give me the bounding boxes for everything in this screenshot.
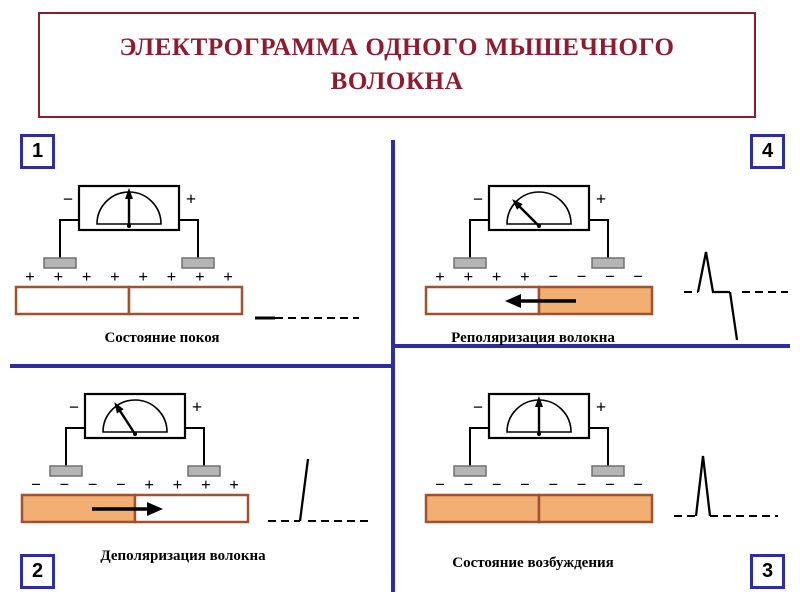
charge-sign: + — [223, 267, 233, 286]
charge-sign: − — [605, 475, 615, 494]
charge-row: + + + + + + + + — [25, 267, 233, 286]
galvanometer: − + — [49, 392, 221, 477]
trace-segment — [694, 455, 712, 517]
charge-sign: + — [25, 267, 35, 286]
charge-sign: + — [110, 267, 120, 286]
charge-sign: + — [195, 267, 205, 286]
electrogram-trace — [268, 458, 372, 522]
propagation-arrow-right — [92, 502, 163, 516]
charge-sign: + — [173, 475, 183, 494]
charge-sign: − — [577, 267, 587, 286]
charge-sign: − — [548, 267, 558, 286]
meter-minus-label: − — [63, 189, 73, 209]
muscle-fiber — [20, 493, 250, 524]
charge-sign: − — [59, 475, 69, 494]
trace-segment — [728, 291, 739, 341]
step-number-badge: 1 — [20, 134, 55, 169]
charge-sign: + — [201, 475, 211, 494]
charge-row: ++++−−−− — [435, 267, 643, 286]
muscle-fiber — [424, 493, 654, 524]
charge-sign: − — [492, 475, 502, 494]
slide-title-line-2: ВОЛОКНА — [330, 68, 464, 95]
propagation-arrow-left — [505, 294, 576, 308]
electrode-right — [591, 465, 625, 477]
electrode-left — [453, 257, 487, 269]
quadrant-caption: Состояние возбуждения — [452, 555, 614, 571]
quadrant-caption: Состояние покоя — [104, 330, 220, 346]
apparatus-diagram: − + −−−−−−−− — [424, 392, 654, 524]
slide-title-line-1: ЭЛЕКТРОГРАММА ОДНОГО МЫШЕЧНОГО — [119, 34, 675, 62]
meter-needle — [114, 402, 137, 435]
charge-sign: + — [520, 267, 530, 286]
divider-horizontal-left — [10, 364, 391, 368]
meter-plus-label: + — [596, 189, 606, 209]
charge-sign: + — [82, 267, 92, 286]
quadrant-caption: Реполяризация волокна — [451, 330, 615, 346]
meter-needle — [535, 396, 543, 434]
electrode-left — [453, 465, 487, 477]
apparatus-diagram: − + −−−−++++ — [20, 392, 250, 524]
charge-sign: + — [144, 475, 154, 494]
apparatus-diagram: − + + + + + + + + + — [14, 184, 244, 316]
muscle-fiber — [424, 285, 654, 316]
meter-minus-label: − — [473, 397, 483, 417]
charge-sign: + — [53, 267, 63, 286]
charge-sign: + — [435, 267, 445, 286]
electrode-right — [181, 257, 215, 269]
muscle-fiber — [14, 285, 244, 316]
charge-sign: − — [116, 475, 126, 494]
meter-plus-label: + — [596, 397, 606, 417]
charge-sign: + — [167, 267, 177, 286]
meter-minus-label: − — [69, 397, 79, 417]
meter-needle — [125, 188, 133, 226]
meter-plus-label: + — [192, 397, 202, 417]
electrode-left — [49, 465, 83, 477]
divider-vertical — [391, 140, 395, 592]
electrode-right — [187, 465, 221, 477]
charge-sign: − — [435, 475, 445, 494]
charge-row: −−−−++++ — [31, 475, 239, 494]
trace-segment — [298, 458, 310, 522]
meter-plus-label: + — [186, 189, 196, 209]
charge-sign: − — [548, 475, 558, 494]
electrode-right — [591, 257, 625, 269]
charge-sign: − — [31, 475, 41, 494]
electrogram-trace — [255, 316, 359, 320]
charge-sign: − — [463, 475, 473, 494]
charge-sign: − — [605, 267, 615, 286]
charge-sign: − — [520, 475, 530, 494]
divider-horizontal-right — [395, 344, 790, 348]
electrogram-trace — [684, 251, 788, 341]
charge-sign: − — [633, 475, 643, 494]
charge-sign: + — [463, 267, 473, 286]
galvanometer: − + — [453, 184, 625, 269]
charge-sign: − — [633, 267, 643, 286]
quadrant-caption: Деполяризация волокна — [100, 548, 266, 564]
charge-sign: + — [138, 267, 148, 286]
meter-minus-label: − — [473, 189, 483, 209]
step-number-badge: 2 — [20, 554, 55, 589]
charge-sign: + — [492, 267, 502, 286]
charge-sign: − — [88, 475, 98, 494]
charge-sign: − — [577, 475, 587, 494]
step-number-badge: 3 — [750, 554, 785, 589]
charge-row: −−−−−−−− — [435, 475, 643, 494]
galvanometer: − + — [453, 392, 625, 477]
apparatus-diagram: − + ++++−−−− — [424, 184, 654, 316]
electrogram-trace — [674, 455, 778, 517]
step-number-badge: 4 — [750, 134, 785, 169]
charge-sign: + — [229, 475, 239, 494]
electrode-left — [43, 257, 77, 269]
meter-needle — [512, 199, 540, 227]
title-box: ЭЛЕКТРОГРАММА ОДНОГО МЫШЕЧНОГО ВОЛОКНА — [38, 12, 756, 118]
trace-segment — [696, 251, 730, 294]
galvanometer: − + — [43, 184, 215, 269]
